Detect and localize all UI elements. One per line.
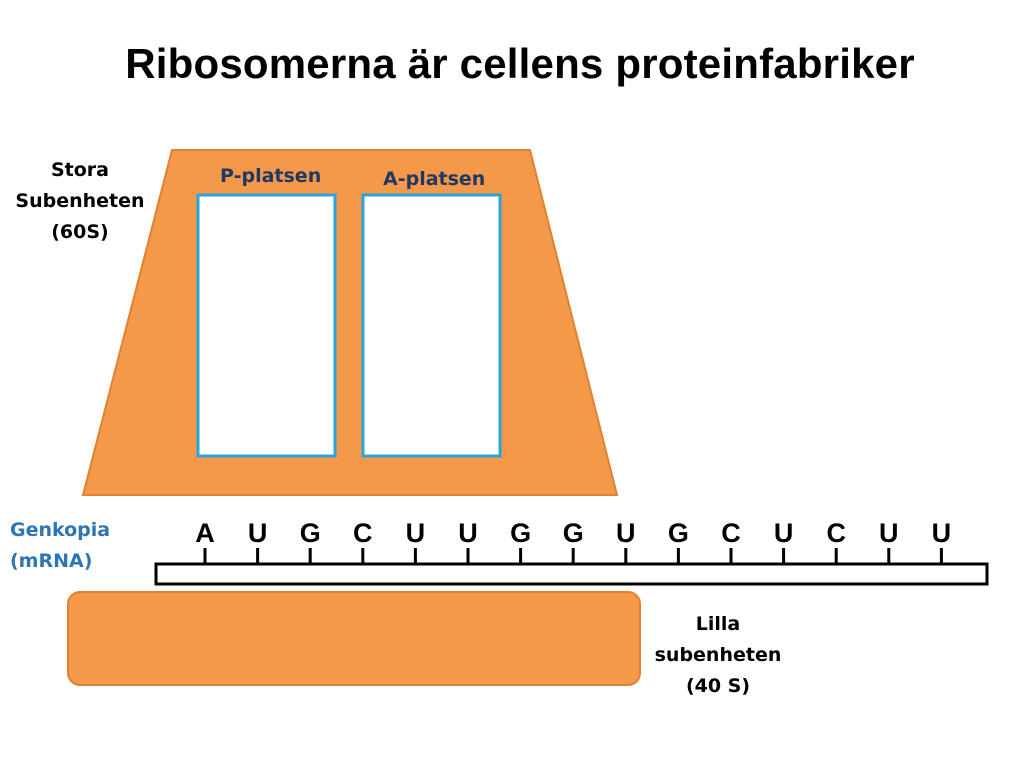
small-subunit-shape	[67, 591, 641, 686]
mrna-base: G	[563, 518, 584, 548]
small-subunit-label: Lilla subenheten (40 S)	[648, 609, 788, 702]
mrna-base: U	[932, 518, 952, 548]
p-site-box	[196, 193, 337, 458]
a-site-box	[361, 193, 502, 458]
large-subunit-label-line: Stora	[50, 159, 109, 181]
small-subunit-label-line: (40 S)	[685, 675, 751, 697]
mrna-base: U	[879, 518, 899, 548]
mrna-base: G	[510, 518, 531, 548]
p-site-label: P-platsen	[220, 165, 322, 187]
mrna-base: G	[668, 518, 689, 548]
mrna-base: U	[616, 518, 636, 548]
mrna-base: U	[406, 518, 426, 548]
a-site-label: A-platsen	[383, 168, 486, 190]
mrna-base: U	[458, 518, 478, 548]
mrna-strand	[154, 562, 989, 586]
large-subunit-label-line: Subenheten	[15, 190, 145, 212]
mrna-base: A	[195, 518, 215, 548]
mrna-base: C	[826, 518, 846, 548]
small-subunit-label-line: subenheten	[654, 644, 782, 666]
slide-title: Ribosomerna är cellens proteinfabriker	[125, 40, 915, 87]
large-subunit-shape	[81, 149, 619, 496]
mrna-base: C	[721, 518, 741, 548]
mrna-base: U	[774, 518, 794, 548]
mrna-base: U	[248, 518, 268, 548]
mrna-label: Genkopia (mRNA)	[10, 515, 110, 577]
large-subunit-label: Stora Subenheten (60S)	[0, 155, 160, 248]
large-subunit-label-line: (60S)	[51, 221, 109, 243]
mrna-label-line: (mRNA)	[10, 550, 93, 572]
small-subunit-label-line: Lilla	[695, 613, 741, 635]
mrna-base: C	[353, 518, 373, 548]
mrna-label-line: Genkopia	[10, 519, 111, 541]
mrna-base: G	[300, 518, 321, 548]
